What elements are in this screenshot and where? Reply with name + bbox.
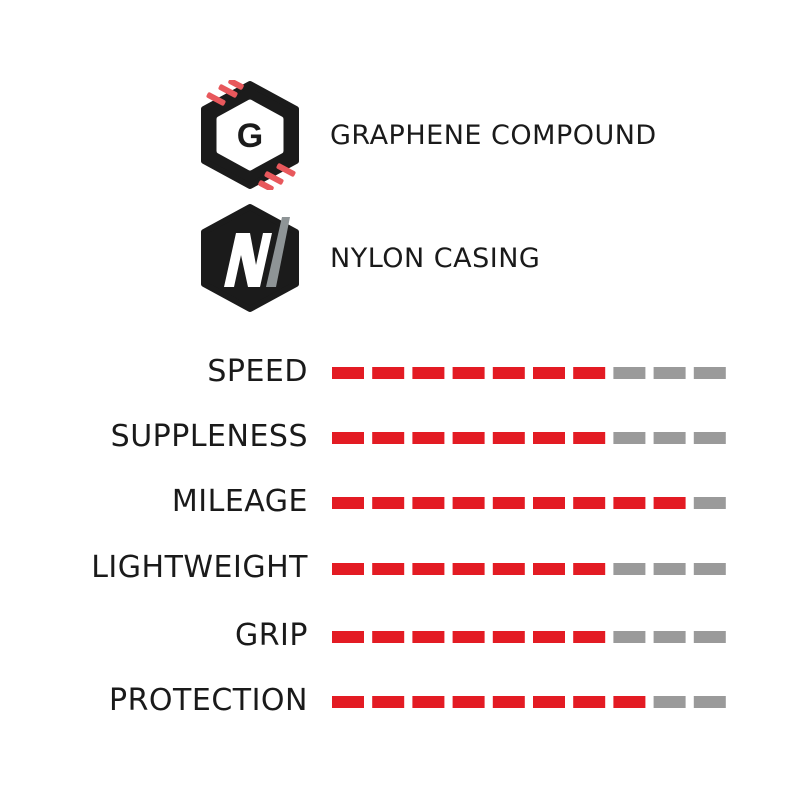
rating-segment-empty	[653, 696, 686, 708]
feature-label-graphene: GRAPHENE COMPOUND	[330, 120, 657, 151]
rating-row-suppleness: SUPPLENESS	[0, 405, 800, 465]
rating-label: SUPPLENESS	[110, 419, 308, 454]
rating-segment-filled	[533, 563, 565, 575]
rating-segment-filled	[533, 696, 565, 708]
rating-segment-filled	[372, 497, 405, 509]
rating-segment-empty	[613, 563, 646, 575]
rating-segment-filled	[452, 497, 485, 509]
rating-segment-empty	[693, 497, 726, 509]
rating-bar-svg	[332, 696, 726, 708]
rating-segment-filled	[573, 432, 606, 444]
rating-segment-filled	[452, 631, 485, 643]
rating-segment-filled	[533, 367, 565, 379]
rating-bar-svg	[332, 497, 726, 509]
rating-segment-filled	[492, 367, 525, 379]
rating-bar-svg	[332, 563, 726, 575]
rating-segment-filled	[332, 631, 364, 643]
feature-graphene: G GRAPHENE COMPOUND	[0, 80, 800, 190]
rating-segment-filled	[653, 497, 686, 509]
rating-bar	[332, 563, 726, 575]
rating-segment-filled	[452, 367, 485, 379]
rating-segment-filled	[412, 696, 445, 708]
rating-segment-filled	[332, 432, 364, 444]
rating-label: LIGHTWEIGHT	[91, 550, 308, 585]
rating-row-mileage: MILEAGE	[0, 470, 800, 530]
rating-segment-empty	[693, 631, 726, 643]
rating-segment-filled	[412, 367, 445, 379]
rating-segment-filled	[412, 497, 445, 509]
rating-row-speed: SPEED	[0, 340, 800, 400]
rating-row-grip: GRIP	[0, 604, 800, 664]
rating-label: SPEED	[207, 354, 308, 389]
rating-bar	[332, 696, 726, 708]
rating-row-protection: PROTECTION	[0, 669, 800, 729]
feature-label-nylon: NYLON CASING	[330, 243, 541, 274]
rating-segment-filled	[573, 367, 606, 379]
rating-bar-svg	[332, 432, 726, 444]
rating-row-lightweight: LIGHTWEIGHT	[0, 536, 800, 596]
rating-segment-filled	[492, 563, 525, 575]
rating-segment-empty	[653, 631, 686, 643]
rating-segment-filled	[613, 497, 646, 509]
feature-nylon: NYLON CASING	[0, 203, 800, 313]
rating-segment-filled	[332, 563, 364, 575]
rating-segment-filled	[573, 563, 606, 575]
rating-segment-filled	[452, 696, 485, 708]
rating-segment-filled	[452, 432, 485, 444]
rating-segment-empty	[693, 432, 726, 444]
rating-bar	[332, 497, 726, 509]
rating-segment-empty	[653, 432, 686, 444]
rating-segment-filled	[412, 432, 445, 444]
rating-segment-filled	[573, 631, 606, 643]
rating-bar	[332, 631, 726, 643]
rating-segment-empty	[693, 563, 726, 575]
rating-segment-empty	[613, 631, 646, 643]
rating-bar	[332, 367, 726, 379]
rating-segment-filled	[533, 497, 565, 509]
rating-segment-filled	[412, 631, 445, 643]
rating-segment-filled	[533, 631, 565, 643]
rating-segment-filled	[412, 563, 445, 575]
graphene-icon-letter: G	[237, 117, 263, 155]
rating-segment-filled	[492, 497, 525, 509]
graphene-hexagon-icon: G	[198, 80, 302, 190]
rating-segment-empty	[653, 563, 686, 575]
rating-segment-filled	[492, 432, 525, 444]
rating-segment-filled	[573, 497, 606, 509]
rating-segment-filled	[332, 367, 364, 379]
rating-segment-filled	[573, 696, 606, 708]
rating-segment-empty	[693, 696, 726, 708]
rating-segment-filled	[533, 432, 565, 444]
rating-segment-filled	[372, 631, 405, 643]
rating-segment-empty	[613, 432, 646, 444]
rating-segment-filled	[332, 497, 364, 509]
rating-segment-filled	[372, 367, 405, 379]
rating-segment-empty	[693, 367, 726, 379]
rating-label: PROTECTION	[108, 683, 308, 718]
rating-segment-filled	[492, 696, 525, 708]
rating-segment-filled	[372, 696, 405, 708]
rating-segment-filled	[492, 631, 525, 643]
rating-label: GRIP	[234, 618, 308, 653]
rating-segment-filled	[452, 563, 485, 575]
rating-segment-empty	[653, 367, 686, 379]
rating-label: MILEAGE	[171, 484, 308, 519]
rating-segment-filled	[372, 563, 405, 575]
rating-segment-filled	[372, 432, 405, 444]
rating-bar-svg	[332, 631, 726, 643]
rating-bar-svg	[332, 367, 726, 379]
rating-bar	[332, 432, 726, 444]
rating-segment-filled	[332, 696, 364, 708]
rating-segment-filled	[613, 696, 646, 708]
rating-segment-empty	[613, 367, 646, 379]
nylon-hexagon-icon	[198, 203, 302, 313]
